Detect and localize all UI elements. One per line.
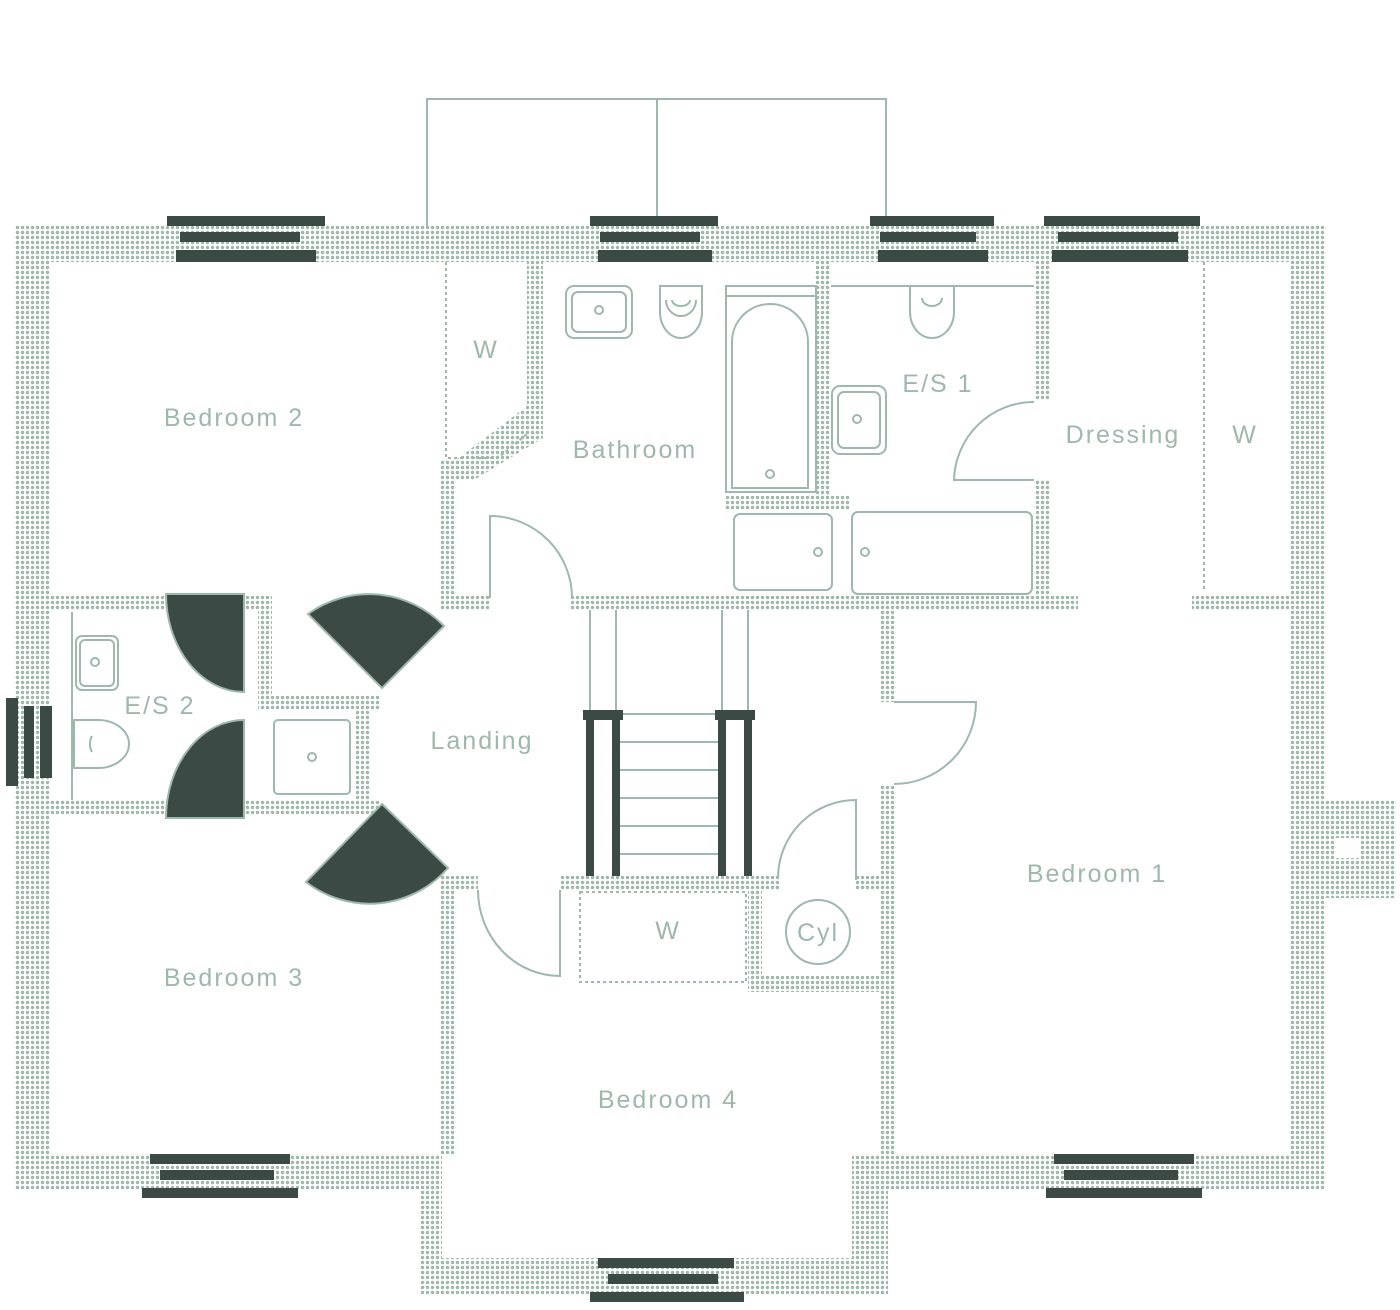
label-dressing: Dressing	[1066, 421, 1181, 449]
door-es2-top	[164, 593, 245, 694]
door-swings	[477, 401, 1035, 978]
airing-cupboard-1	[733, 513, 833, 591]
roof-outline	[426, 98, 887, 226]
bathtub	[725, 285, 817, 493]
bathroom-toilet	[659, 285, 703, 339]
door-bedroom1	[893, 701, 978, 785]
label-es1: E/S 1	[902, 370, 973, 398]
door-bathroom	[489, 514, 573, 599]
door-es1	[952, 401, 1035, 481]
label-bedroom-1: Bedroom 1	[1027, 860, 1167, 888]
wall-cyl-top	[856, 876, 896, 890]
wardrobe-top-outline	[445, 262, 528, 459]
wall-bed2-right	[440, 460, 456, 610]
wall-es1-right-lower	[1034, 480, 1050, 610]
es1-basin	[831, 385, 887, 455]
window-top-2	[590, 216, 718, 262]
window-top-1	[167, 216, 325, 262]
bathroom-basin	[565, 285, 633, 339]
wardrobe-landing-outline	[579, 891, 747, 983]
dark-doors	[164, 593, 450, 905]
room-labels: Bedroom 2 W Bathroom E/S 1 Dressing W E/…	[124, 336, 1258, 1114]
wall-es2-right	[258, 596, 272, 696]
wall-cyl-left	[748, 890, 762, 984]
staircase	[583, 610, 755, 876]
label-landing: Landing	[431, 727, 534, 755]
wall-bed3-right	[440, 876, 456, 1154]
es2-shower	[273, 719, 351, 795]
wall-bed1-left-bottom	[880, 990, 896, 1154]
wardrobes	[445, 262, 1205, 983]
label-wardrobe-landing: W	[655, 917, 681, 945]
wall-bath-right	[815, 262, 831, 498]
window-bottom-left	[142, 1154, 298, 1198]
wall-dressing-bottom	[1192, 596, 1290, 610]
chimney-vent	[1336, 838, 1360, 858]
wall-bed1-left-upper	[880, 610, 896, 702]
wall-bath-diagonal	[456, 406, 543, 480]
wall-shower2-top	[258, 696, 380, 710]
walls	[14, 226, 1396, 1294]
label-bedroom-2: Bedroom 2	[164, 404, 304, 432]
window-left	[6, 698, 52, 786]
door-es2-bottom	[164, 718, 245, 819]
door-bed2	[306, 593, 446, 690]
fixtures	[71, 285, 1034, 965]
es2-toilet	[73, 719, 130, 769]
es1-toilet	[909, 285, 955, 339]
label-cylinder: Cyl	[797, 919, 839, 947]
windows	[6, 216, 1360, 1302]
label-bedroom-4: Bedroom 4	[598, 1086, 738, 1114]
wall-landing-top	[570, 596, 1078, 610]
window-top-4	[1044, 216, 1200, 262]
shower-tray-es1	[851, 511, 1033, 595]
label-wardrobe-right: W	[1232, 421, 1258, 449]
es2-basin	[75, 635, 119, 691]
window-top-3	[870, 216, 994, 262]
label-wardrobe-top: W	[473, 336, 499, 364]
label-bathroom: Bathroom	[573, 436, 697, 464]
wall-bath-left	[527, 262, 543, 422]
door-bed3	[304, 802, 450, 905]
wall-landing-top-left	[440, 596, 490, 610]
door-bedroom4	[477, 889, 561, 978]
cylinder-circle	[785, 899, 851, 965]
wall-cyl-bottom	[748, 976, 896, 992]
wall-airing-top	[725, 496, 850, 510]
wall-landing-bottom	[456, 876, 478, 890]
wall-shower2-right	[356, 696, 370, 814]
wall-stair-bottom	[560, 876, 780, 890]
wall-es1-right-upper	[1034, 262, 1050, 400]
outer-wall	[14, 226, 1396, 1294]
window-bottom-right	[1046, 1154, 1202, 1198]
label-es2: E/S 2	[124, 692, 195, 720]
label-bedroom-3: Bedroom 3	[164, 964, 304, 992]
window-bottom-middle	[590, 1258, 744, 1302]
door-cylinder	[777, 798, 857, 880]
